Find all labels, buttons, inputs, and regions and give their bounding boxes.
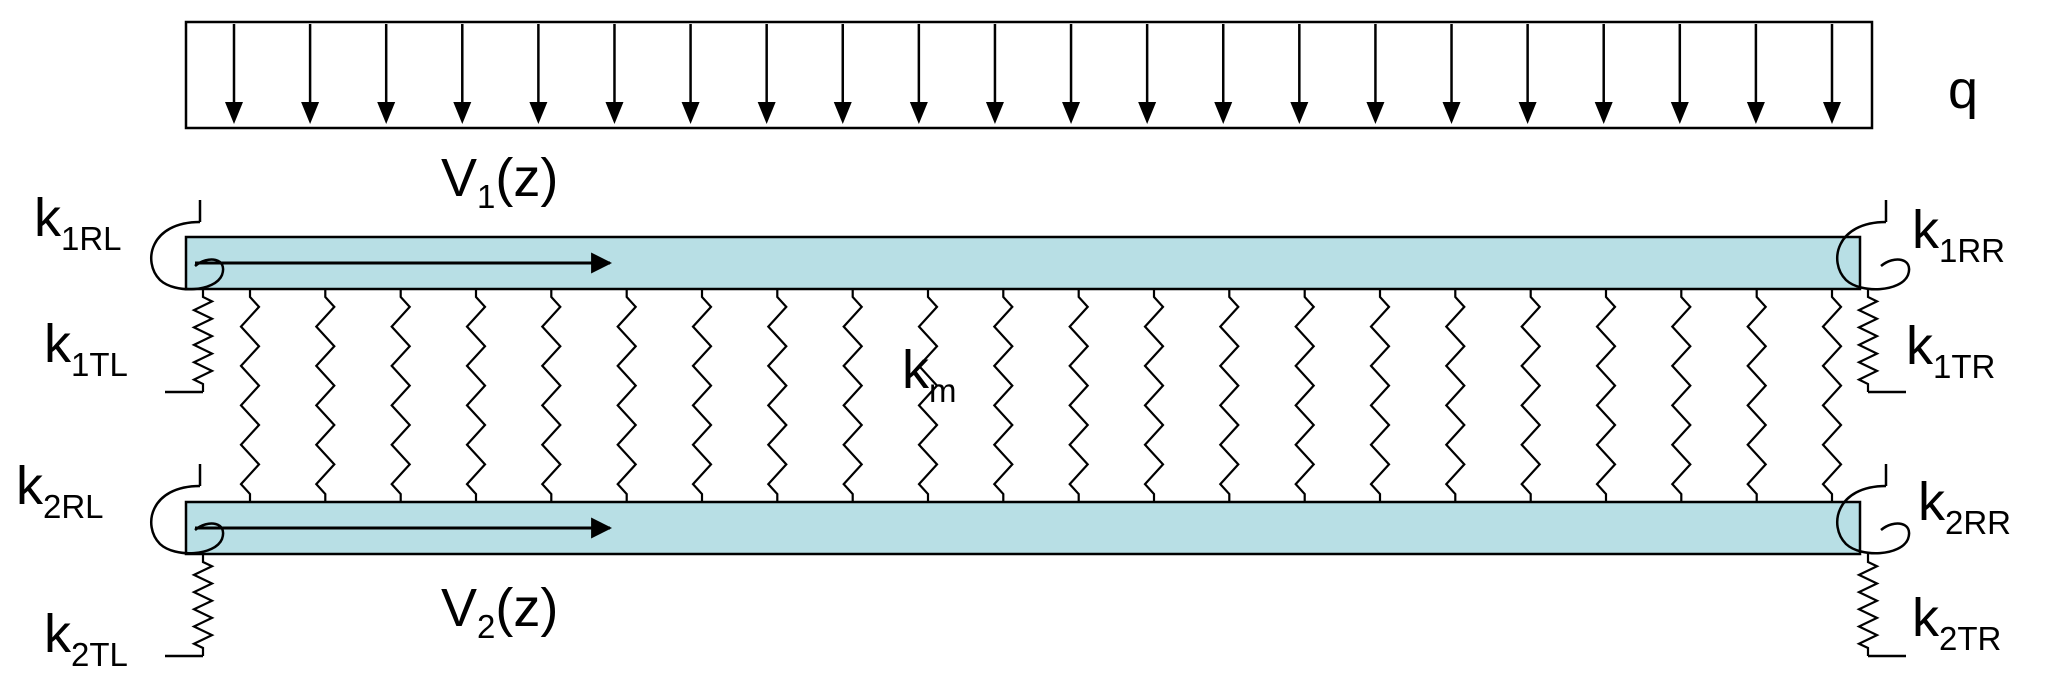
load-box bbox=[184, 20, 1874, 130]
load-arrow bbox=[301, 24, 320, 124]
spring-k1TR bbox=[1856, 289, 1906, 394]
medium-spring bbox=[616, 289, 638, 502]
medium-spring bbox=[239, 289, 261, 502]
distributed-load bbox=[184, 20, 1874, 130]
load-arrows bbox=[225, 24, 1841, 124]
medium-spring bbox=[390, 289, 412, 502]
medium-spring bbox=[1595, 289, 1617, 502]
load-arrow bbox=[681, 24, 700, 124]
load-arrow bbox=[833, 24, 852, 124]
km-label: km bbox=[902, 340, 957, 409]
load-arrow bbox=[1518, 24, 1537, 124]
load-arrow bbox=[909, 24, 928, 124]
load-arrow bbox=[1670, 24, 1689, 124]
load-arrow bbox=[1594, 24, 1613, 124]
spring-k2TL bbox=[165, 554, 215, 658]
k2RL-label: k2RL bbox=[16, 456, 104, 525]
medium-spring bbox=[465, 289, 487, 502]
load-arrow bbox=[1442, 24, 1461, 124]
load-arrow bbox=[1290, 24, 1309, 124]
medium-spring bbox=[842, 289, 864, 502]
medium-spring bbox=[1444, 289, 1466, 502]
medium-spring bbox=[992, 289, 1014, 502]
load-arrow bbox=[1062, 24, 1081, 124]
medium-spring bbox=[1670, 289, 1692, 502]
spring-k2TR bbox=[1856, 554, 1906, 658]
load-arrow bbox=[1366, 24, 1385, 124]
medium-springs bbox=[239, 289, 1843, 502]
rotational-spring-bottom-right bbox=[1836, 464, 1911, 555]
medium-spring bbox=[1746, 289, 1768, 502]
k2TL-label: k2TL bbox=[44, 604, 128, 673]
load-arrow bbox=[377, 24, 396, 124]
medium-spring bbox=[1520, 289, 1542, 502]
top-velocity-label: V1(z) bbox=[441, 148, 558, 215]
load-label: q bbox=[1948, 60, 1978, 120]
medium-spring bbox=[1294, 289, 1316, 502]
load-arrow bbox=[757, 24, 776, 124]
load-arrow bbox=[453, 24, 472, 124]
medium-spring bbox=[917, 289, 939, 502]
load-arrow bbox=[225, 24, 243, 124]
rotational-spring-top-right bbox=[1836, 200, 1911, 291]
load-arrow bbox=[529, 24, 548, 124]
k2RR-label: k2RR bbox=[1918, 472, 2011, 541]
rotational-spring-top-left bbox=[150, 200, 225, 291]
k1TL-label: k1TL bbox=[44, 314, 128, 383]
load-arrow bbox=[1214, 24, 1233, 124]
bottom-velocity-label: V2(z) bbox=[441, 578, 558, 645]
medium-spring bbox=[691, 289, 713, 502]
medium-spring bbox=[1218, 289, 1240, 502]
spring-k1TL bbox=[165, 289, 215, 394]
medium-spring bbox=[1821, 289, 1843, 502]
end-springs bbox=[165, 289, 1906, 658]
k1RL-label: k1RL bbox=[34, 188, 122, 257]
load-arrow bbox=[1746, 24, 1765, 124]
load-arrow bbox=[1823, 24, 1841, 124]
medium-spring bbox=[1143, 289, 1165, 502]
load-arrow bbox=[1138, 24, 1157, 124]
medium-spring bbox=[1068, 289, 1090, 502]
medium-spring bbox=[314, 289, 336, 502]
k1RR-label: k1RR bbox=[1912, 200, 2005, 269]
load-arrow bbox=[605, 24, 624, 124]
rotational-spring-bottom-left bbox=[150, 464, 225, 555]
load-arrow bbox=[985, 24, 1004, 124]
k2TR-label: k2TR bbox=[1912, 588, 2001, 657]
medium-spring bbox=[1369, 289, 1391, 502]
medium-spring bbox=[766, 289, 788, 502]
medium-spring bbox=[540, 289, 562, 502]
k1TR-label: k1TR bbox=[1906, 316, 1995, 385]
